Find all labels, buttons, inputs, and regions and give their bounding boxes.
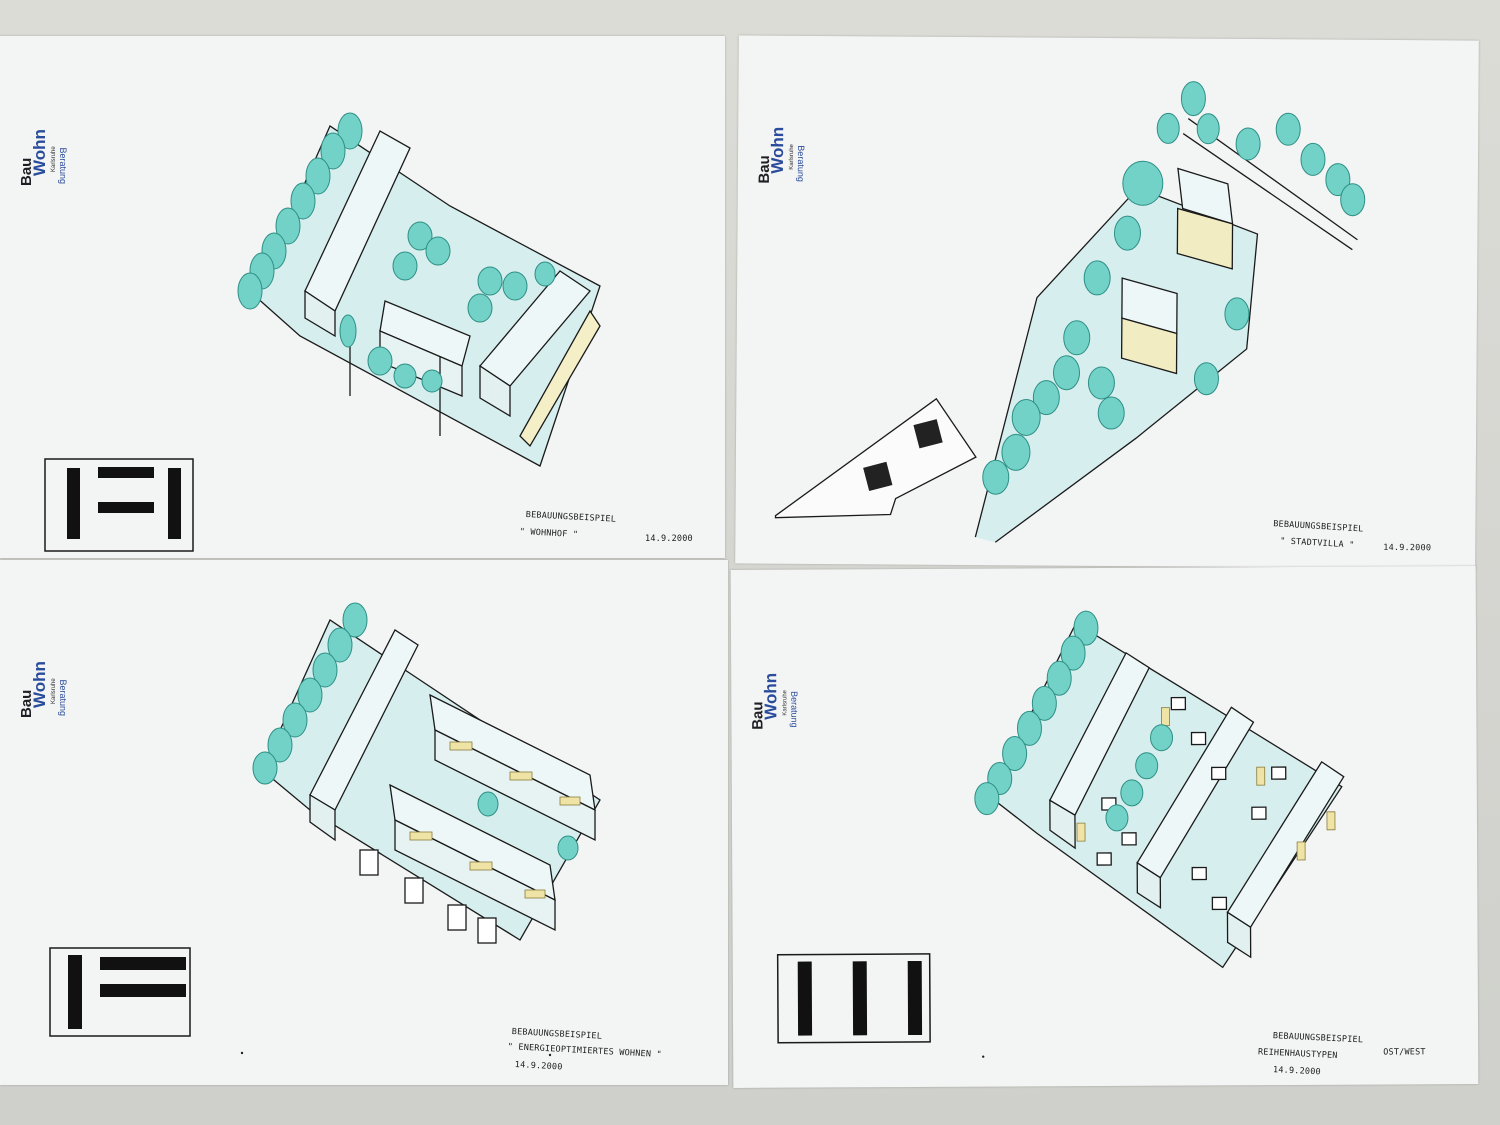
logo-karlsruhe: Karlsruhe — [51, 678, 57, 704]
sheet-reihenhaustypen: Bau Wohn Karlsruhe Beratung BEBAUUNGSBEI… — [730, 566, 1479, 1088]
logo-beratung: Beratung — [795, 145, 807, 182]
caption-extra: OST/WEST — [1383, 1047, 1426, 1058]
logo-beratung: Beratung — [58, 679, 68, 716]
logo-wohn: Wohn — [767, 126, 788, 174]
energie-sketch — [49, 602, 601, 1057]
bauwohn-logo: Bau Wohn Karlsruhe Beratung — [756, 104, 829, 214]
bauwohn-logo: Bau Wohn Karlsruhe Beratung — [18, 638, 90, 748]
bauwohn-logo: Bau Wohn Karlsruhe Beratung — [749, 649, 822, 759]
logo-beratung: Beratung — [58, 147, 68, 184]
reihenhaus-sketch — [776, 610, 1345, 1058]
sheet-stadtvilla: Bau Wohn Karlsruhe Beratung BEBAUUNGSBEI… — [735, 35, 1479, 569]
caption-date: 14.9.2000 — [645, 534, 693, 544]
stadtvilla-sketch — [774, 81, 1366, 543]
logo-karlsruhe: Karlsruhe — [51, 146, 57, 172]
logo-wohn: Wohn — [30, 129, 49, 176]
logo-karlsruhe: Karlsruhe — [788, 144, 796, 170]
logo-karlsruhe: Karlsruhe — [782, 689, 789, 716]
logo-wohn: Wohn — [30, 661, 49, 708]
logo-wohn: Wohn — [761, 672, 781, 720]
bauwohn-logo: Bau Wohn Karlsruhe Beratung — [18, 106, 90, 216]
caption-date: 14.9.2000 — [1383, 542, 1432, 554]
sheet-wohnhof: Bau Wohn Karlsruhe Beratung BEBAUUNGSBEI… — [0, 36, 725, 558]
sheet-energieoptimiert: Bau Wohn Karlsruhe Beratung BEBAUUNGSBEI… — [0, 560, 728, 1085]
logo-beratung: Beratung — [789, 691, 800, 728]
wohnhof-sketch — [44, 112, 601, 552]
